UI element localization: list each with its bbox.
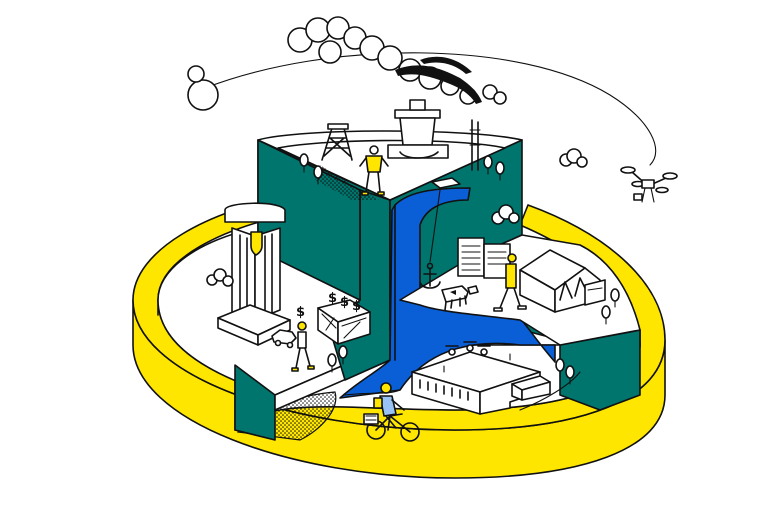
walking-person-icon: [291, 321, 315, 372]
dollar-sign-icon: $: [328, 291, 337, 306]
bank-building-icon: [217, 202, 291, 346]
standing-person-icon: [359, 145, 389, 196]
drone-icon: [620, 166, 678, 203]
satellite-icon: [187, 65, 219, 111]
cloud-icon: [491, 204, 520, 225]
smoke-cloud-icon: [287, 16, 507, 105]
anchor-icon: [419, 189, 441, 289]
car-icon: [271, 329, 297, 349]
cloud-icon: [559, 148, 588, 168]
cloud-icon: [206, 268, 234, 287]
cyclist-icon: [363, 382, 420, 442]
factory-complex: [411, 341, 551, 415]
tree-icon: [299, 153, 620, 385]
oil-derrick-icon: [321, 123, 353, 161]
dollar-sign-icon: $: [352, 299, 361, 314]
walking-person-icon: [493, 253, 527, 312]
houses-cluster: [519, 249, 606, 313]
document-board: [457, 237, 511, 279]
dollar-sign-icon: $: [296, 305, 305, 320]
orbit-path: [204, 52, 657, 166]
road-lines: [344, 371, 581, 411]
factory-chimney-icon: [387, 99, 481, 171]
cow-icon: [441, 285, 479, 311]
boat-icon: [431, 177, 461, 189]
dollar-display: $ $ $ $: [296, 291, 371, 345]
dollar-sign-icon: $: [340, 295, 349, 310]
shield-icon: [250, 231, 263, 256]
